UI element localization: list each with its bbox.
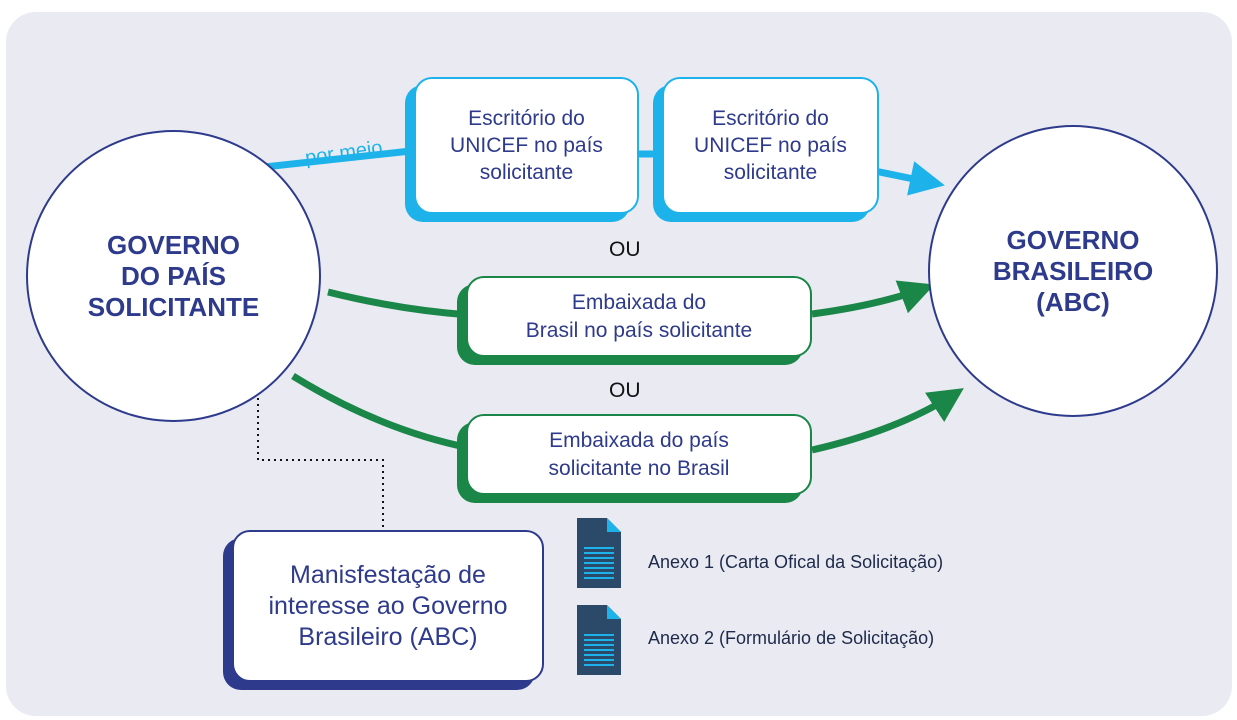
document-icon (577, 518, 621, 588)
green-arrow-out-1 (811, 280, 935, 318)
document-icon (577, 605, 621, 675)
or-label-2: OU (609, 379, 641, 402)
annex-2-label: Anexo 2 (Formulário de Solicitação) (648, 628, 935, 648)
requesting-government-node: GOVERNO DO PAÍS SOLICITANTE (26, 130, 321, 422)
annex-1-label: Anexo 1 (Carta Ofical da Solicitação) (648, 552, 944, 572)
brazilian-government-node: GOVERNO BRASILEIRO (ABC) (928, 125, 1218, 417)
unicef-office-box-2: Escritório do UNICEF no país solicitante (662, 77, 879, 214)
green-line-in-2 (291, 373, 471, 452)
or-label-1: OU (609, 238, 641, 261)
unicef-office-box-1: Escritório do UNICEF no país solicitante (414, 77, 639, 214)
cyan-arrow-out (869, 161, 945, 196)
green-line-in-1 (327, 288, 471, 319)
requesting-country-embassy-box: Embaixada do país solicitante no Brasil (466, 414, 812, 495)
manifestation-of-interest-box: Manisfestação de interesse ao Governo Br… (232, 530, 544, 682)
brazil-embassy-box: Embaixada do Brasil no país solicitante (466, 276, 812, 357)
green-arrow-out-2 (811, 388, 964, 454)
dotted-connector (257, 398, 384, 530)
